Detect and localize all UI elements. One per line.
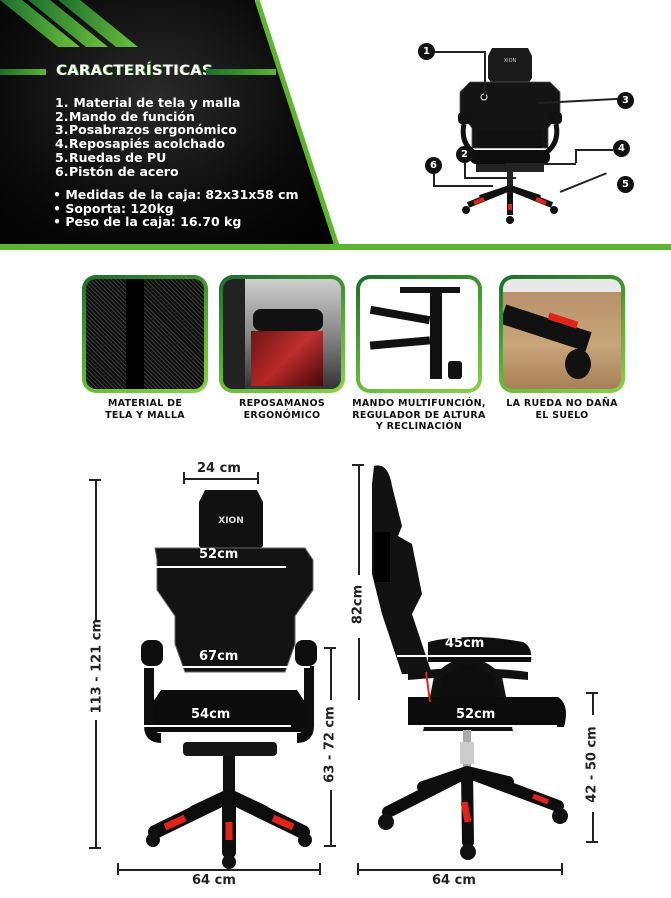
tick	[257, 472, 259, 484]
callout-line-4b	[575, 149, 577, 163]
callout-line-1	[433, 51, 484, 53]
dim-line-arm-height-b	[330, 790, 332, 846]
dim-line-back	[152, 566, 286, 568]
chair-side-image	[372, 465, 568, 860]
callout-marker-1: 1	[418, 43, 435, 60]
spec-list: • Medidas de la caja: 82x31x58 cm • Sopo…	[53, 188, 299, 229]
thumb-armrest	[219, 275, 345, 393]
spec-item: • Peso de la caja: 16.70 kg	[53, 214, 242, 230]
dim-line-back-height	[358, 465, 360, 575]
feature-item: 4.Reposapiés acolchado	[55, 136, 226, 152]
tick	[183, 472, 185, 484]
tick	[89, 479, 101, 481]
tick	[117, 863, 119, 875]
dim-seat-height: 42 - 50 cm	[584, 726, 600, 803]
callout-line-6	[433, 174, 435, 186]
dim-arm-height: 63 - 72 cm	[322, 706, 338, 783]
dim-headrest-width: 24 cm	[197, 461, 241, 476]
green-diagonal-border	[254, 0, 340, 247]
callout-marker-5: 5	[617, 176, 634, 193]
dim-back-height: 82cm	[350, 584, 366, 625]
thumb-wheel	[499, 275, 625, 393]
dim-back-width: 52cm	[199, 547, 239, 562]
svg-text:XION: XION	[504, 58, 517, 64]
feature-list: 1. Material de tela y malla 2.Mando de f…	[55, 96, 240, 178]
feature-item: 5.Ruedas de PU	[55, 149, 167, 165]
tick	[324, 647, 336, 649]
tick	[319, 863, 321, 875]
dim-armrest-width: 67cm	[199, 649, 239, 664]
callout-line-4c	[505, 163, 576, 165]
dim-seat-depth: 52cm	[456, 707, 496, 722]
callout-line-4	[575, 149, 613, 151]
dim-line-base-side	[358, 869, 562, 871]
features-header: CARACTERÍSTICAS 1. Material de tela y ma…	[0, 0, 671, 250]
decor-stripes	[0, 0, 138, 47]
dim-seat-width: 54cm	[191, 707, 231, 722]
dim-line-total-height	[95, 480, 97, 620]
feature-item: 6.Pistón de acero	[55, 163, 179, 179]
svg-text:XION: XION	[218, 516, 243, 526]
callout-line-6b	[433, 185, 493, 187]
tick	[89, 847, 101, 849]
callout-line-2b	[464, 177, 516, 179]
dim-arm-depth: 45cm	[445, 636, 485, 651]
dim-line-base-front	[118, 869, 320, 871]
dim-line-seat	[141, 725, 291, 727]
tick	[324, 845, 336, 847]
spec-item: • Medidas de la caja: 82x31x58 cm	[53, 187, 299, 202]
dim-line-seat-height	[592, 693, 594, 715]
chair-callout-image: XION	[458, 48, 562, 224]
dim-base-width-front: 64 cm	[192, 873, 236, 888]
dim-line-headrest	[184, 478, 258, 480]
feature-item: 3.Posabrazos ergonómico	[55, 122, 237, 138]
callout-marker-4: 4	[613, 140, 630, 157]
section-title: CARACTERÍSTICAS	[56, 63, 213, 79]
dim-line-armrest	[130, 666, 310, 668]
dim-total-height: 113 - 121 cm	[89, 619, 105, 714]
callout-marker-6: 6	[425, 157, 442, 174]
dim-line-back-height-b	[358, 638, 360, 700]
tick	[561, 863, 563, 875]
feature-item: 2.Mando de función	[55, 108, 195, 124]
dim-line-total-height-b	[95, 720, 97, 848]
dim-line-seat-height-b	[592, 812, 594, 842]
dim-line-seat-depth	[407, 725, 557, 727]
callout-marker-2: 2	[456, 146, 473, 163]
dim-line-arm-depth	[397, 655, 539, 657]
tick	[352, 464, 364, 466]
dim-base-width-side: 64 cm	[432, 873, 476, 888]
title-bar-left	[0, 69, 46, 75]
tick	[586, 841, 598, 843]
callout-line-2	[464, 163, 466, 177]
tick	[586, 692, 598, 694]
dim-line-arm-height	[330, 648, 332, 700]
feature-item: 1. Material de tela y malla	[55, 95, 241, 110]
spec-item: • Soporta: 120kg	[53, 200, 174, 216]
tick	[357, 863, 359, 875]
callout-marker-3: 3	[617, 92, 634, 109]
title-bar-right	[206, 69, 276, 75]
header-bottom-border	[0, 244, 671, 250]
thumb-mesh-material	[82, 275, 208, 393]
chair-front-image: XION	[141, 490, 317, 869]
callout-line-1b	[484, 51, 486, 96]
thumb-mechanism	[356, 275, 482, 393]
